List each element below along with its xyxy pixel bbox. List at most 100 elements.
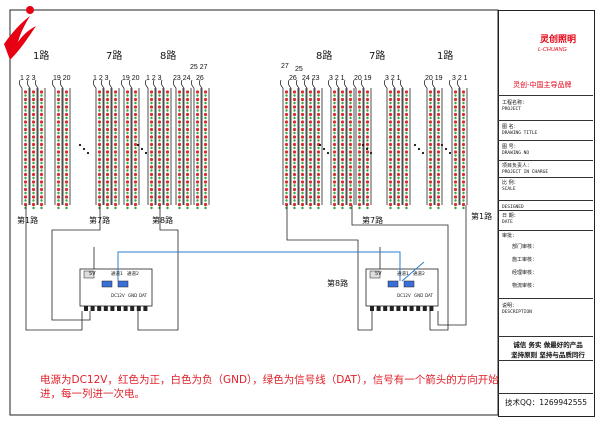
- left-strip-led: [113, 180, 118, 184]
- right-strip-led: [453, 135, 458, 139]
- right-strip-led: [388, 90, 393, 94]
- right-strip-led: [437, 154, 440, 157]
- right-strip-led: [405, 176, 408, 180]
- right-strip-led: [301, 176, 304, 180]
- left-pin-label: 25 27: [190, 64, 208, 71]
- right-strip-led: [293, 184, 296, 187]
- right-strip-led: [436, 195, 441, 199]
- right-strip-led: [284, 172, 289, 177]
- right-strip-led: [462, 176, 465, 180]
- left-strip-led: [125, 112, 130, 117]
- left-strip-led: [134, 191, 137, 195]
- right-strip-led: [292, 150, 297, 154]
- right-strip-led: [309, 109, 312, 112]
- right-strip-led: [436, 135, 441, 139]
- left-strip-led: [177, 195, 182, 199]
- left-strip-led: [204, 101, 207, 105]
- left-strip-led: [105, 112, 110, 117]
- right-strip-led: [284, 135, 289, 139]
- right-strip-led: [348, 195, 353, 199]
- right-strip-led: [358, 131, 361, 135]
- title-block-divider: [498, 393, 593, 394]
- right-strip-led: [428, 157, 433, 162]
- right-strip-led: [284, 127, 289, 132]
- left-strip-led: [39, 120, 44, 124]
- right-strip-led: [341, 109, 344, 112]
- right-strip-hook: [352, 79, 357, 89]
- right-strip-led: [388, 187, 393, 192]
- left-strip-led: [24, 116, 27, 120]
- left-strip-led: [133, 157, 138, 162]
- left-strip-led: [39, 165, 44, 169]
- right-strip-led: [292, 97, 297, 102]
- left-strip-led: [56, 187, 61, 192]
- left-strip-led: [125, 90, 130, 94]
- right-controller-port-label: 通道2: [413, 272, 425, 277]
- right-strip-led: [300, 97, 305, 102]
- right-strip-led: [357, 187, 362, 192]
- left-strip-led: [56, 97, 61, 102]
- left-strip-led: [23, 157, 28, 162]
- left-strip-led: [105, 120, 110, 124]
- right-strip-led: [462, 131, 465, 135]
- left-strip-led: [23, 195, 28, 199]
- left-strip-led: [166, 116, 169, 120]
- tb-description-en: DESCRIPTION: [502, 310, 532, 315]
- right-strip-led: [357, 202, 362, 207]
- left-strip-led: [65, 154, 68, 157]
- right-strip-led: [366, 131, 369, 135]
- right-strip-led: [349, 199, 352, 202]
- left-strip-led: [204, 176, 207, 180]
- right-strip-led: [332, 187, 337, 192]
- left-strip-led: [105, 165, 110, 169]
- right-strip-led: [285, 139, 288, 142]
- right-strip-led: [340, 180, 345, 184]
- left-strip-led: [196, 206, 199, 210]
- left-strip-led: [165, 187, 170, 192]
- left-strip-led: [195, 135, 200, 139]
- right-strip-led: [461, 90, 466, 94]
- right-strip-led: [404, 172, 409, 177]
- left-controller-port-label: 通道2: [127, 272, 139, 277]
- right-strip-led: [454, 176, 457, 180]
- right-strip-led: [405, 154, 408, 157]
- left-controller-port-label: 通道1: [111, 272, 123, 277]
- left-strip-led: [98, 116, 101, 120]
- left-strip-led: [157, 157, 162, 162]
- left-strip-led: [57, 116, 60, 120]
- left-strip-led: [157, 172, 162, 177]
- left-strip-led: [177, 90, 182, 94]
- right-strip-led: [366, 199, 369, 202]
- left-strip-hook: [144, 79, 149, 89]
- left-strip-led: [126, 139, 129, 142]
- left-strip-led: [97, 195, 102, 199]
- right-strip-led: [397, 94, 400, 97]
- left-strip-led: [196, 161, 199, 165]
- right-strip-led: [340, 135, 345, 139]
- wiring-instruction-note: 电源为DC12V，红色为正，白色为负（GND），绿色为信号线（DAT），信号有一…: [40, 374, 499, 400]
- right-strip-led: [429, 146, 432, 150]
- left-strip-led: [106, 101, 109, 105]
- right-strip-led: [308, 172, 313, 177]
- left-strip-led: [177, 142, 182, 147]
- continuation-dots: [413, 143, 417, 147]
- right-strip-hook: [343, 79, 348, 89]
- left-strip-led: [203, 195, 208, 199]
- left-strip-led: [24, 94, 27, 97]
- right-strip-led: [285, 94, 288, 97]
- right-strip-led: [348, 187, 353, 192]
- left-strip-led: [195, 105, 200, 109]
- right-strip-led: [436, 97, 441, 102]
- left-strip-led: [166, 94, 169, 97]
- left-strip-led: [133, 135, 138, 139]
- right-strip-led: [349, 191, 352, 195]
- right-strip-led: [332, 202, 337, 207]
- right-strip-led: [388, 150, 393, 154]
- right-strip-led: [300, 172, 305, 177]
- right-strip-led: [333, 116, 336, 120]
- left-strip-led: [185, 157, 190, 162]
- right-strip-led: [285, 161, 288, 165]
- right-strip-led: [461, 127, 466, 132]
- right-strip-led: [358, 154, 361, 157]
- left-strip-led: [165, 120, 170, 124]
